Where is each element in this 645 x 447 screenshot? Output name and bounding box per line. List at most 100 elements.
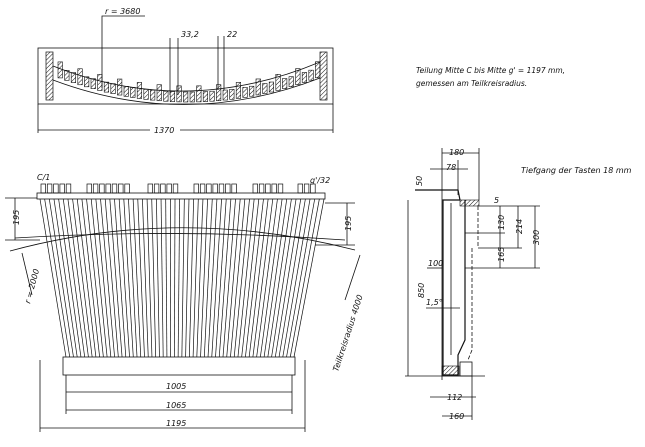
pipe-valve: [301, 72, 308, 83]
side-view: Tiefgang der Tasten 18 mm 180 78 50 850 …: [405, 148, 632, 421]
pipe-valve: [255, 78, 261, 96]
bottom-foot: [459, 361, 473, 377]
plan-radius-label: r = 2000: [23, 268, 41, 305]
dim-1195-label: 1195: [166, 419, 186, 428]
key: [92, 183, 99, 194]
console-section: [415, 189, 466, 376]
key: [99, 183, 105, 194]
tracker: [142, 198, 149, 358]
tracker: [252, 198, 274, 358]
tracker: [156, 198, 160, 358]
pipe-valve: [315, 61, 321, 79]
key: [166, 183, 172, 194]
tracker: [81, 198, 100, 358]
trackers-fan: [39, 198, 325, 358]
dim-100: 100: [428, 259, 443, 268]
pipe-valve: [123, 86, 129, 97]
tracker: [278, 198, 306, 358]
pipe-valve: [202, 91, 208, 102]
tracker: [226, 198, 241, 358]
dim-180: 180: [449, 148, 464, 157]
pipe-valve: [97, 74, 103, 91]
pipe-valve: [242, 87, 248, 98]
tracker: [188, 198, 194, 358]
keyboard-keys: [40, 183, 316, 194]
bottom-beam: [62, 356, 296, 376]
pitch-radius-leader: [344, 254, 361, 301]
top-view-keys: [57, 61, 321, 103]
dim-1065-label: 1065: [166, 401, 186, 410]
dim-130: 130: [497, 215, 506, 230]
key: [193, 183, 199, 194]
tracker: [260, 198, 283, 358]
tracker: [185, 198, 190, 358]
pitch-radius-label: Teilkreisradius 4000: [331, 294, 364, 373]
tracker: [109, 198, 123, 358]
radius-2000-arc: [9, 227, 356, 252]
tracker: [137, 198, 145, 358]
key: [258, 183, 265, 194]
key: [46, 183, 53, 194]
tracker: [218, 198, 232, 358]
tracker: [233, 198, 250, 358]
key: [303, 183, 310, 194]
top-view: r = 3680 33,2 22 1370: [37, 7, 334, 135]
pipe-valve: [262, 83, 268, 94]
tracker: [245, 198, 264, 358]
pipe-valve: [84, 76, 90, 88]
tracker: [174, 198, 176, 358]
key-rail: [36, 192, 326, 200]
pipe-valve: [77, 68, 83, 86]
first-key-label: C/1: [37, 173, 50, 182]
key: [252, 183, 258, 194]
tracker: [192, 198, 199, 358]
pipe-valve: [268, 81, 275, 93]
dim-300: 300: [532, 230, 541, 245]
pipe-valve: [57, 61, 63, 79]
key: [53, 183, 59, 194]
tracker: [44, 198, 71, 358]
tracker: [165, 198, 168, 358]
key: [160, 183, 166, 194]
tracker: [200, 198, 208, 358]
key: [310, 183, 316, 194]
dim-5: 5: [494, 196, 499, 205]
key: [277, 183, 284, 194]
tracker: [67, 198, 89, 358]
pipe-valve: [163, 90, 169, 102]
tracker: [256, 198, 278, 358]
key: [231, 183, 237, 194]
pipe-valve: [169, 91, 175, 102]
key: [199, 183, 206, 194]
pipe-valve: [183, 91, 189, 103]
tracker: [289, 198, 320, 358]
tracker: [62, 198, 86, 358]
tracker: [215, 198, 227, 358]
right-offset-label: 195: [344, 216, 353, 231]
tracker: [230, 198, 246, 358]
pipe-valve: [282, 78, 288, 89]
pipe-valve: [229, 88, 235, 100]
tracker: [177, 198, 181, 358]
key: [40, 183, 46, 194]
tracker: [86, 198, 104, 358]
tracker: [286, 198, 316, 358]
tracker: [267, 198, 292, 358]
tracker: [196, 198, 204, 358]
key: [111, 183, 118, 194]
top-view-frame: [37, 47, 334, 105]
pipe-valve: [295, 68, 301, 85]
pipe-valve: [275, 74, 281, 91]
tracker: [146, 198, 153, 358]
pipe-valve: [103, 81, 109, 93]
key: [172, 183, 179, 194]
tracker: [95, 198, 112, 358]
angle-label: 1,5°: [426, 298, 443, 307]
last-key-label: g'/32: [310, 176, 330, 185]
key-width2-label: 22: [227, 30, 237, 39]
dim-160: 160: [449, 412, 464, 421]
tracker: [222, 198, 236, 358]
top-radius-label: r = 3680: [105, 7, 140, 16]
pitch-note-line2: gemessen am Teilkreisradius.: [416, 79, 527, 88]
pipe-valve: [90, 78, 96, 89]
